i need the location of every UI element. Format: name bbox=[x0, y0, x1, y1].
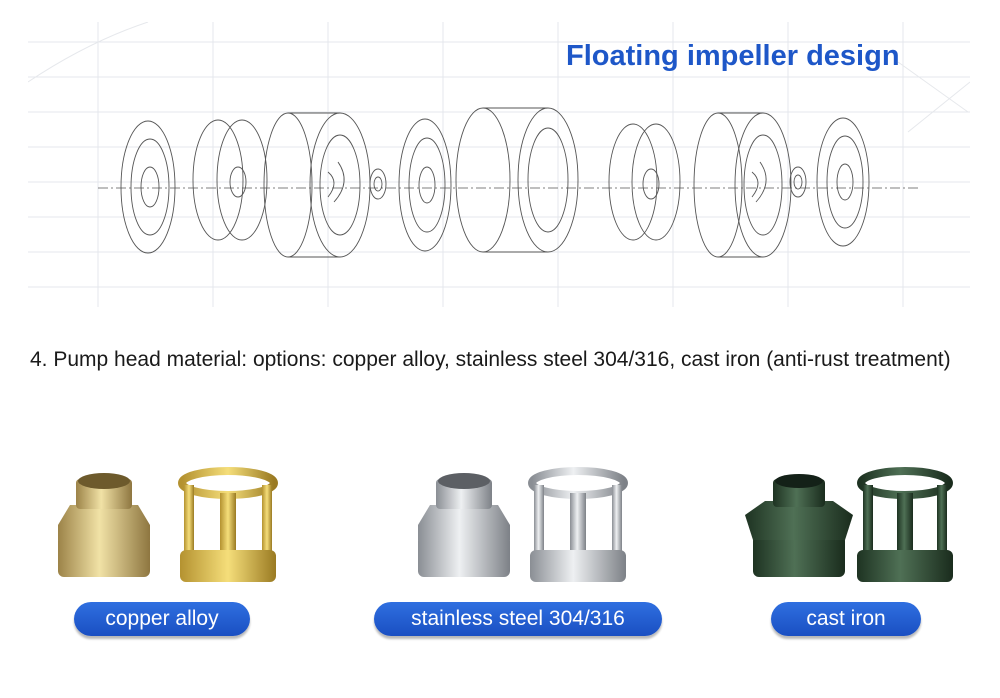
cast-iron-label: cast iron bbox=[771, 602, 921, 636]
stainless-steel-photo bbox=[418, 467, 628, 582]
impeller-exploded-diagram bbox=[28, 22, 970, 307]
page-title: Floating impeller design bbox=[566, 40, 900, 72]
material-description: 4. Pump head material: options: copper a… bbox=[30, 348, 951, 371]
stainless-steel-label: stainless steel 304/316 bbox=[374, 602, 662, 636]
copper-alloy-photo bbox=[58, 467, 278, 582]
copper-alloy-label: copper alloy bbox=[74, 602, 250, 636]
cast-iron-photo bbox=[745, 467, 953, 582]
